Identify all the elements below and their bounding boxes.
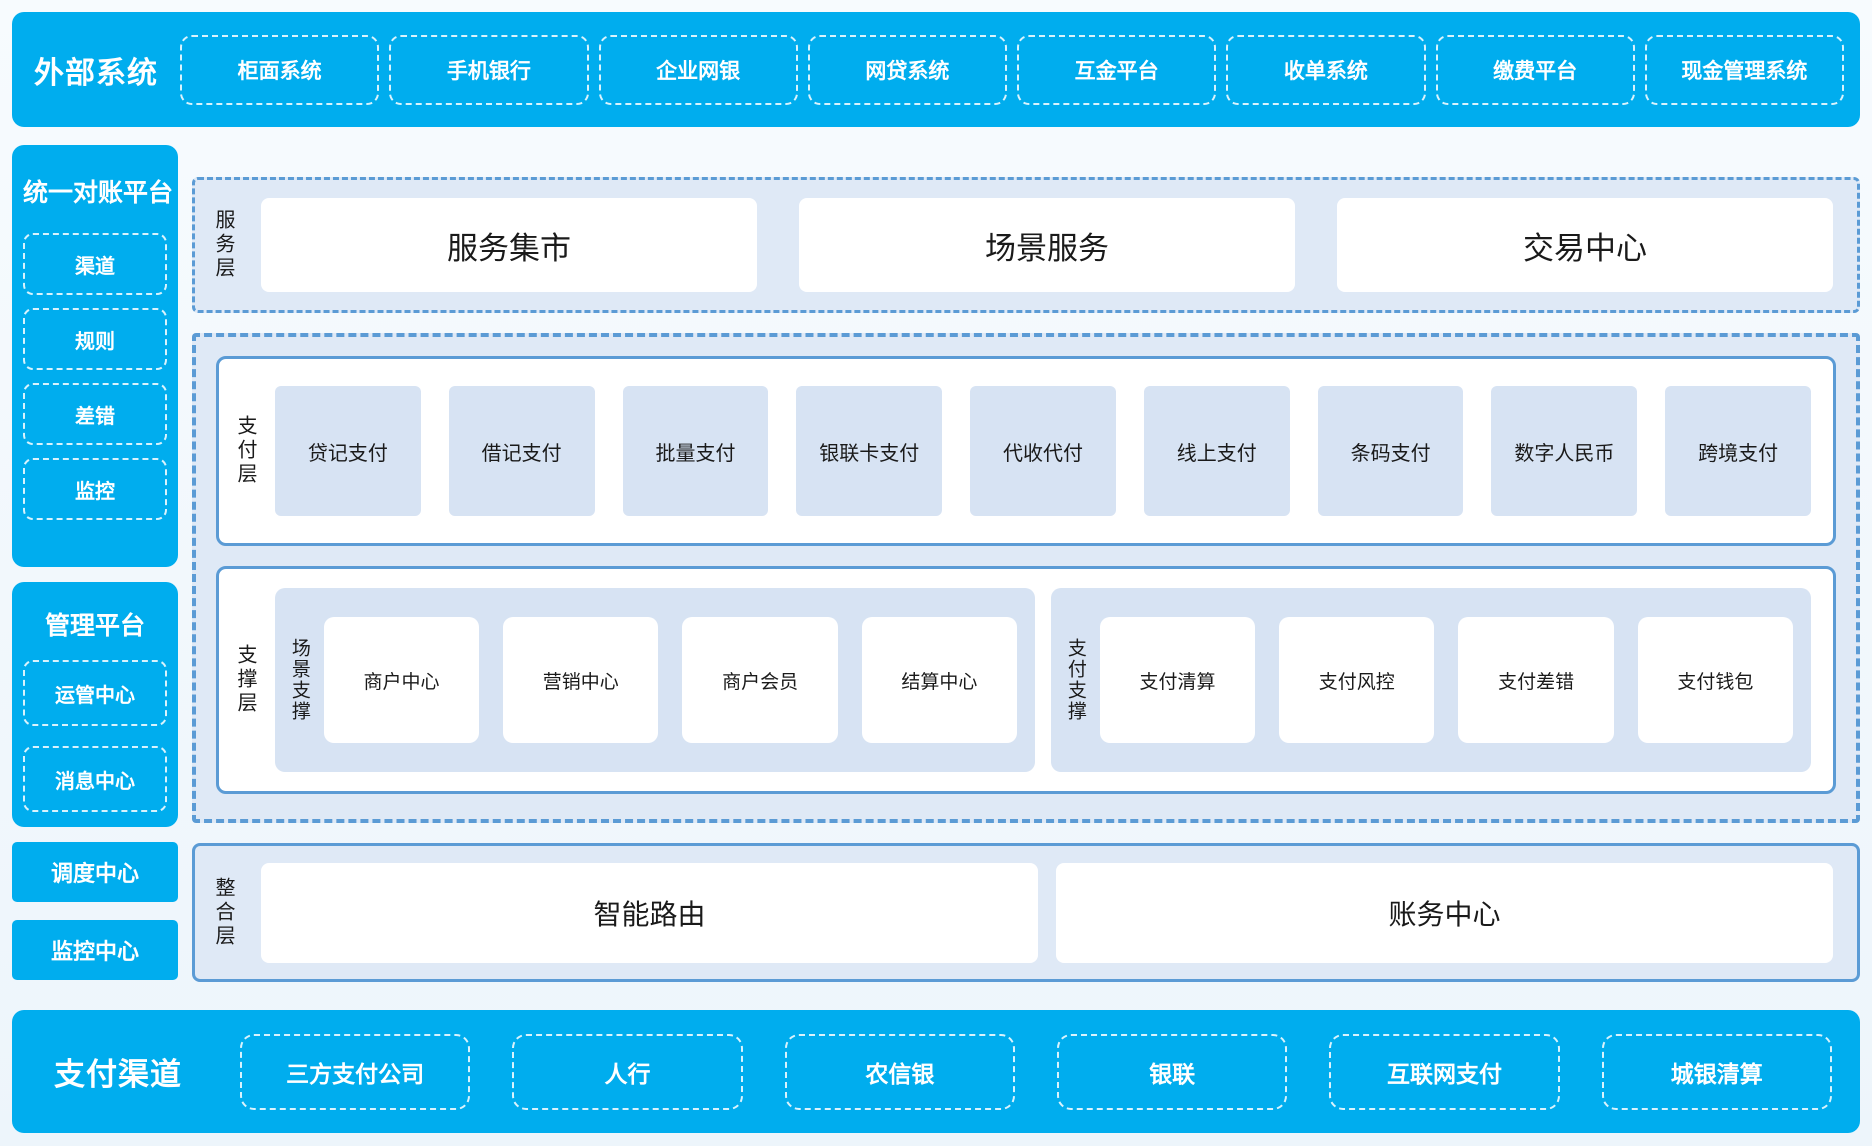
scene-support-card: 营销中心 — [503, 617, 659, 743]
integration-card: 智能路由 — [261, 862, 1038, 963]
payment-cell: 跨境支付 — [1665, 386, 1812, 516]
reconciliation-platform-panel: 统一对账平台 渠道 规则 差错 监控 — [12, 145, 178, 567]
middle-region: 统一对账平台 渠道 规则 差错 监控 管理平台 — [12, 145, 1860, 982]
external-system-node: 收单系统 — [1226, 34, 1426, 105]
payment-channels-items: 三方支付公司 人行 农信银 银联 互联网支付 城银清算 — [240, 1033, 1832, 1110]
standalone-centers: 调度中心 监控中心 — [12, 842, 178, 980]
support-layer-groups: 场景支撑 商户中心 营销中心 商户会员 结算中心 — [275, 588, 1811, 772]
support-layer-label: 支撑层 — [234, 644, 258, 716]
service-layer-label: 服务层 — [212, 209, 236, 281]
external-system-node: 互金平台 — [1017, 34, 1217, 105]
payment-support-card: 支付差错 — [1458, 617, 1614, 743]
payment-cell: 贷记支付 — [275, 386, 421, 516]
reconciliation-platform-title: 统一对账平台 — [23, 178, 174, 207]
payment-channel-node: 银联 — [1056, 1033, 1288, 1110]
scene-support-label: 场景支撑 — [288, 638, 311, 722]
management-platform-title: 管理平台 — [44, 611, 145, 640]
payment-layer-cells: 贷记支付 借记支付 批量支付 银联卡支付 代收代付 线上支付 条码支付 — [275, 386, 1812, 516]
payment-cell: 批量支付 — [622, 386, 769, 516]
service-layer: 服务层 服务集市 场景服务 交易中心 — [192, 177, 1860, 313]
reconciliation-item-node: 规则 — [23, 308, 167, 370]
payment-channels-bar: 支付渠道 三方支付公司 人行 农信银 银联 互联网支付 城银清算 — [12, 1010, 1860, 1133]
service-card: 场景服务 — [799, 198, 1295, 292]
external-system-node: 缴费平台 — [1435, 34, 1635, 105]
service-card: 交易中心 — [1337, 198, 1833, 292]
left-sidebar: 统一对账平台 渠道 规则 差错 监控 管理平台 — [12, 145, 178, 982]
management-item-node: 消息中心 — [23, 746, 167, 812]
integration-layer-cards: 智能路由 账务中心 — [261, 862, 1833, 963]
payment-cell: 条码支付 — [1317, 386, 1464, 516]
payment-channel-node: 城银清算 — [1601, 1033, 1832, 1110]
external-system-node: 现金管理系统 — [1644, 34, 1844, 105]
reconciliation-platform-items: 渠道 规则 差错 监控 — [23, 233, 167, 520]
scene-support-card: 商户中心 — [323, 617, 480, 743]
payment-support-cards: 支付清算 支付风控 支付差错 支付钱包 — [1099, 617, 1794, 743]
payment-cell: 借记支付 — [448, 386, 595, 516]
standalone-center-node: 监控中心 — [12, 920, 178, 980]
external-systems-bar: 外部系统 柜面系统 手机银行 企业网银 网贷系统 互金平台 收单系统 缴费平台 … — [12, 12, 1860, 127]
external-system-node: 网贷系统 — [807, 34, 1007, 105]
external-systems-title: 外部系统 — [34, 55, 158, 91]
external-system-node: 手机银行 — [389, 34, 589, 105]
payment-layer-label: 支付层 — [234, 415, 258, 487]
integration-layer-label: 整合层 — [212, 876, 236, 949]
management-platform-panel: 管理平台 运管中心 消息中心 — [12, 582, 178, 827]
reconciliation-item-node: 渠道 — [23, 233, 167, 295]
payment-cell: 代收代付 — [970, 386, 1116, 516]
payment-cell: 线上支付 — [1143, 386, 1290, 516]
external-system-node: 柜面系统 — [180, 34, 380, 105]
standalone-center-node: 调度中心 — [12, 842, 178, 902]
payment-cell: 数字人民币 — [1491, 386, 1638, 516]
integration-card: 账务中心 — [1056, 862, 1833, 963]
support-layer: 支撑层 场景支撑 商户中心 营销中心 商户会员 — [216, 566, 1836, 794]
external-systems-items: 柜面系统 手机银行 企业网银 网贷系统 互金平台 收单系统 缴费平台 现金管理系… — [180, 34, 1844, 105]
payment-support-wrap: 支付层 贷记支付 借记支付 批量支付 银联卡支付 代收代付 — [192, 333, 1860, 823]
scene-support-card: 结算中心 — [861, 617, 1018, 743]
management-platform-items: 运管中心 消息中心 — [23, 660, 167, 812]
scene-support-group: 场景支撑 商户中心 营销中心 商户会员 结算中心 — [275, 588, 1035, 772]
layer-stack: 服务层 服务集市 场景服务 交易中心 支付层 — [192, 145, 1860, 982]
payment-channel-node: 人行 — [512, 1033, 743, 1110]
payment-channel-node: 农信银 — [784, 1033, 1015, 1110]
integration-layer: 整合层 智能路由 账务中心 — [192, 843, 1860, 982]
payment-support-card: 支付清算 — [1099, 617, 1256, 743]
external-system-node: 企业网银 — [598, 34, 798, 105]
payment-channels-title: 支付渠道 — [54, 1057, 182, 1093]
payment-support-label: 支付支撑 — [1064, 638, 1087, 722]
payment-channel-node: 互联网支付 — [1329, 1033, 1560, 1110]
scene-support-cards: 商户中心 营销中心 商户会员 结算中心 — [323, 617, 1018, 743]
payment-support-group: 支付支撑 支付清算 支付风控 支付差错 支付钱包 — [1051, 588, 1811, 772]
payment-support-card: 支付钱包 — [1637, 617, 1794, 743]
payment-layer: 支付层 贷记支付 借记支付 批量支付 银联卡支付 代收代付 — [216, 356, 1836, 546]
payment-cell: 银联卡支付 — [796, 386, 943, 516]
service-layer-cards: 服务集市 场景服务 交易中心 — [261, 198, 1833, 292]
payment-channel-node: 三方支付公司 — [240, 1033, 471, 1110]
scene-support-card: 商户会员 — [682, 617, 838, 743]
payment-support-card: 支付风控 — [1279, 617, 1435, 743]
reconciliation-item-node: 监控 — [23, 458, 167, 520]
management-item-node: 运管中心 — [23, 660, 167, 726]
service-card: 服务集市 — [261, 198, 757, 292]
reconciliation-item-node: 差错 — [23, 383, 167, 445]
